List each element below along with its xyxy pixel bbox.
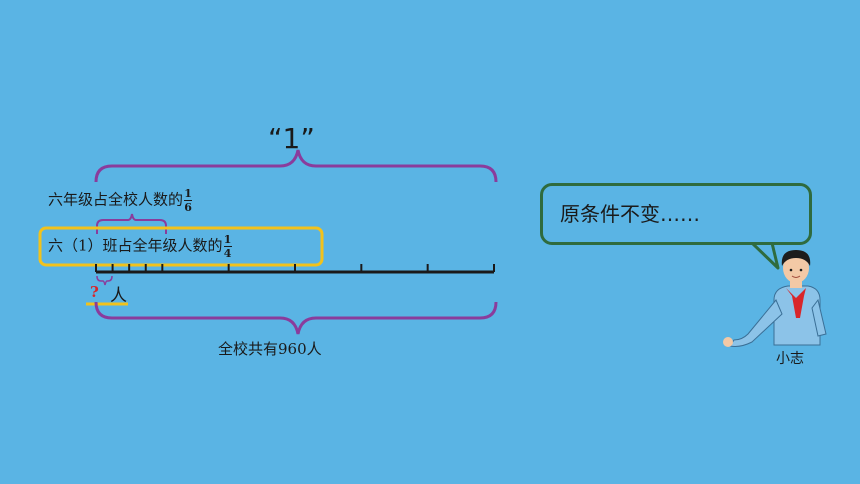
grade-fraction-denominator: 6 (184, 201, 192, 214)
grade-fraction-text: 六年级占全校人数的 (48, 190, 184, 209)
top-brace (94, 149, 498, 183)
unknown-brace (96, 275, 113, 286)
unknown-unit: 人 (110, 286, 127, 306)
speech-bubble (540, 183, 812, 245)
class-fraction-text: 六（1）班占全年级人数的 (48, 236, 223, 255)
speaker-name: 小志 (776, 351, 804, 367)
class-fraction-denominator: 4 (223, 247, 232, 260)
segment-ticks (95, 264, 495, 272)
total-label: 全校共有960人 (218, 340, 322, 358)
grade-fraction-numerator: 1 (184, 187, 192, 200)
speech-text: 原条件不变…… (560, 202, 700, 226)
unit-one-label: “1” (268, 122, 315, 155)
class-highlight-box (38, 226, 324, 267)
bubble-tail (750, 241, 780, 270)
boy-character (723, 250, 827, 347)
small-brace (96, 213, 167, 234)
bottom-brace (94, 301, 498, 335)
unknown-mark: ? (90, 283, 99, 301)
class-fraction-numerator: 1 (223, 233, 232, 246)
